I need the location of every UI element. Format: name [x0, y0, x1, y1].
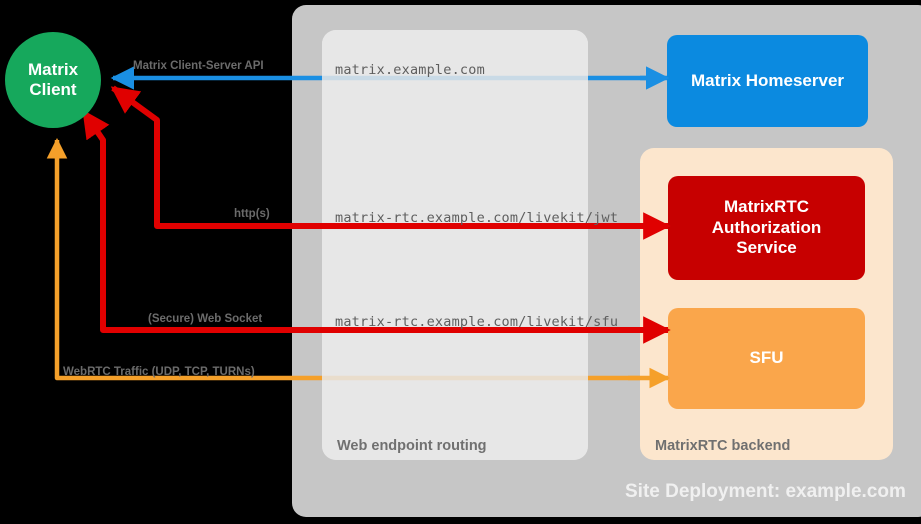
- endpoint-label-matrix: matrix.example.com: [335, 62, 485, 78]
- node-matrix-client-label-line-1: Matrix: [27, 60, 79, 80]
- flow-label-webrtc-traffic: WebRTC Traffic (UDP, TCP, TURNs): [63, 366, 255, 378]
- caption-web-endpoint-routing: Web endpoint routing: [337, 438, 487, 454]
- node-matrixrtc-authorization-service[interactable]: MatrixRTC Authorization Service: [668, 176, 865, 280]
- node-matrix-client[interactable]: Matrix Client: [5, 32, 101, 128]
- node-matrixrtc-authorization-service-label: MatrixRTC Authorization Service: [712, 197, 822, 258]
- node-matrix-client-label-line-2: Client: [29, 80, 77, 99]
- auth-label-line-1: MatrixRTC: [723, 197, 809, 217]
- flow-line-secure-web-socket: [81, 109, 665, 333]
- caption-matrixrtc-backend: MatrixRTC backend: [655, 438, 791, 454]
- auth-label-line-3: Service: [736, 238, 797, 258]
- auth-label-line-2: Authorization: [711, 217, 822, 237]
- endpoint-label-livekit-sfu: matrix-rtc.example.com/livekit/sfu: [335, 314, 619, 330]
- node-sfu[interactable]: SFU: [668, 308, 865, 409]
- flow-label-secure-web-socket: (Secure) Web Socket: [148, 313, 263, 325]
- flow-label-http-s: http(s): [234, 208, 270, 220]
- endpoint-label-livekit-jwt: matrix-rtc.example.com/livekit/jwt: [335, 210, 619, 226]
- flow-line-http-s: [110, 85, 665, 229]
- caption-site-deployment: Site Deployment: example.com: [625, 481, 906, 502]
- node-matrix-homeserver-label: Matrix Homeserver: [690, 70, 845, 90]
- flow-label-matrix-client-server-api: Matrix Client-Server API: [133, 60, 264, 72]
- node-sfu-label: SFU: [749, 348, 784, 368]
- web-endpoint-routing-panel-overlay: [322, 30, 588, 460]
- node-matrix-homeserver[interactable]: Matrix Homeserver: [667, 35, 868, 127]
